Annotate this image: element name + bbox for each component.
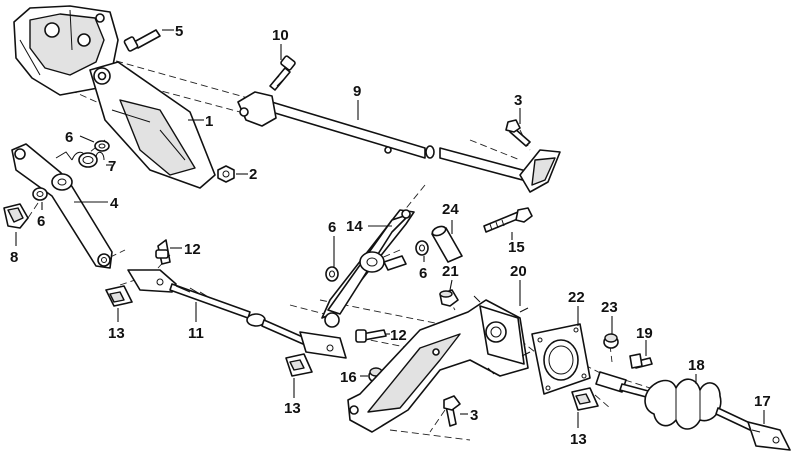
- callout-12-a: 12: [184, 241, 201, 258]
- callout-24: 24: [442, 201, 459, 218]
- callout-13-b: 13: [284, 400, 301, 417]
- callout-12-b: 12: [390, 327, 407, 344]
- callout-6-b: 6: [37, 213, 45, 230]
- callout-22: 22: [568, 289, 585, 306]
- callout-2: 2: [249, 166, 257, 183]
- bolt-part-3-top: [505, 119, 531, 147]
- callout-17: 17: [754, 393, 771, 410]
- washer-part-6-b: [32, 187, 48, 201]
- callout-labels: 5 1 2 10 9 3 6 7 4 6 8 12 13 11 14 6 6 2…: [10, 23, 771, 448]
- bolt-part-5: [123, 29, 161, 52]
- callout-3-bottom: 3: [470, 407, 478, 424]
- callout-21: 21: [442, 263, 459, 280]
- leader-lines: [15, 29, 765, 428]
- spring-part-7: [55, 151, 105, 168]
- pedal-bracket: [13, 5, 216, 189]
- clip-part-13-c: [571, 387, 599, 411]
- nut-part-2: [217, 165, 235, 183]
- callout-6-c: 6: [328, 219, 336, 236]
- callout-1: 1: [205, 113, 213, 130]
- bolt-part-3-bottom: [443, 395, 461, 427]
- clip-part-8: [3, 203, 29, 229]
- callout-6-d: 6: [419, 265, 427, 282]
- callout-3-top: 3: [514, 92, 522, 109]
- bolt-part-12-a: [155, 239, 171, 265]
- callout-10: 10: [272, 27, 289, 44]
- bushing-sleeve-part-24: [431, 225, 463, 263]
- callout-14: 14: [346, 218, 363, 235]
- washer-part-6-c: [325, 266, 339, 282]
- callout-4: 4: [110, 195, 119, 212]
- callout-15: 15: [508, 239, 525, 256]
- callout-23: 23: [601, 299, 618, 316]
- callout-20: 20: [510, 263, 527, 280]
- bolt-part-15: [483, 207, 533, 233]
- callout-6-a: 6: [65, 129, 73, 146]
- clutch-lever: [11, 143, 113, 269]
- callout-8: 8: [10, 249, 18, 266]
- cap-part-21: [439, 289, 459, 307]
- callout-16: 16: [340, 369, 357, 386]
- clutch-rod: [127, 269, 347, 359]
- clevis-part-17: [747, 421, 791, 451]
- gasket-plate-part-22: [531, 323, 591, 395]
- callout-11: 11: [188, 325, 204, 342]
- clip-part-13-b: [285, 353, 313, 377]
- bell-crank: [321, 209, 415, 328]
- callout-13-c: 13: [570, 431, 587, 448]
- bolt-part-10: [269, 55, 296, 91]
- nut-part-23: [603, 333, 619, 349]
- callout-19: 19: [636, 325, 653, 342]
- bolt-part-12-b: [355, 329, 387, 343]
- callout-9: 9: [353, 83, 361, 100]
- callout-5: 5: [175, 23, 183, 40]
- clip-part-13-a: [105, 285, 133, 307]
- rubber-boot-part-18: [595, 371, 753, 431]
- bushing-part-6-a: [94, 140, 110, 152]
- pedal-shaft: [237, 91, 561, 193]
- callout-18: 18: [688, 357, 705, 374]
- washer-part-6-d: [415, 240, 429, 256]
- bolt-part-19: [629, 353, 653, 369]
- callout-13-a: 13: [108, 325, 125, 342]
- callout-7: 7: [108, 158, 116, 175]
- support-bracket: [347, 295, 531, 433]
